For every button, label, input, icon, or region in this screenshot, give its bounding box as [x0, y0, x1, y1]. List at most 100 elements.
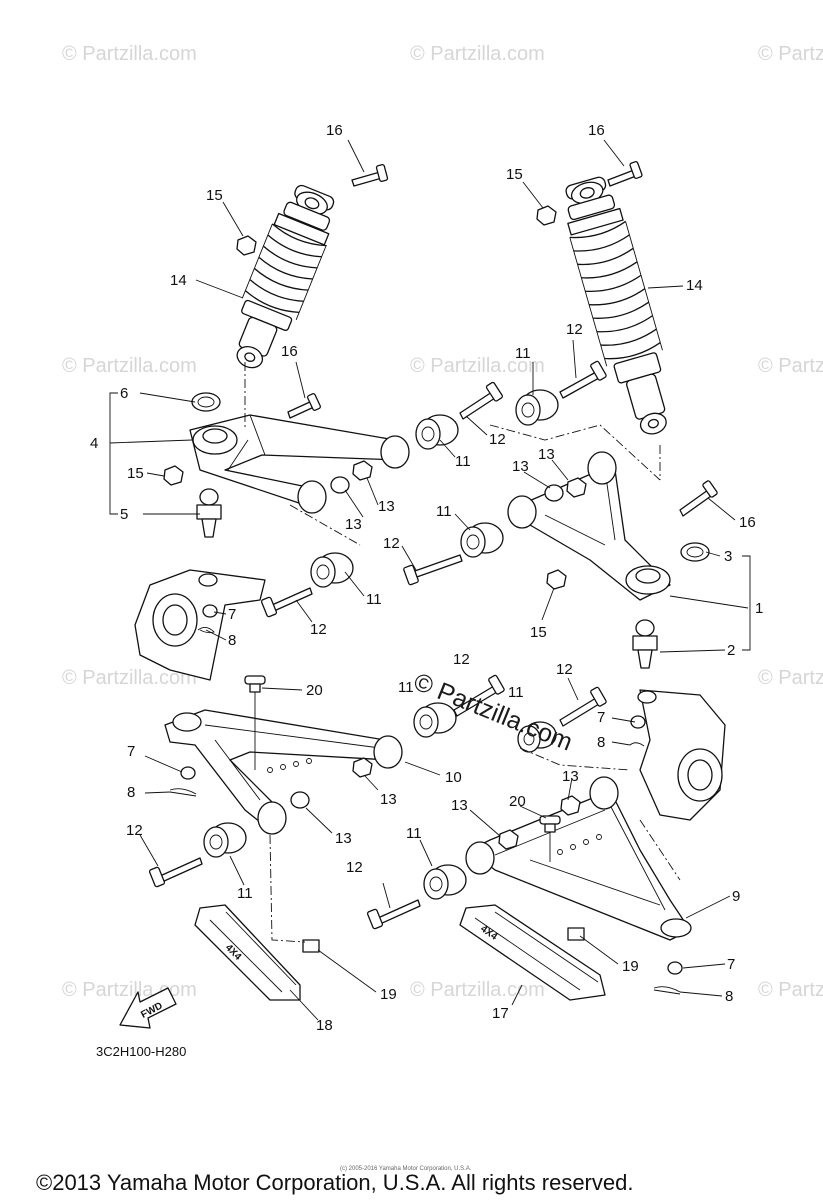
- nut: [667, 961, 683, 975]
- callout-20: 20: [509, 793, 526, 810]
- nut: [290, 791, 310, 809]
- callout-11: 11: [436, 503, 452, 520]
- nut: [330, 476, 350, 494]
- callout-16: 16: [588, 122, 605, 139]
- callout-14: 14: [686, 277, 703, 294]
- callout-17: 17: [492, 1005, 509, 1022]
- callout-7: 7: [228, 606, 236, 623]
- bushings: [203, 389, 559, 900]
- callout-13: 13: [380, 791, 397, 808]
- callout-13: 13: [378, 498, 395, 515]
- nut: [546, 569, 567, 590]
- callout-13: 13: [538, 446, 555, 463]
- callout-14: 14: [170, 272, 187, 289]
- callout-19: 19: [622, 958, 639, 975]
- callout-labels: 16 15 14 16 15 14 16 6 4 15 5 7 8 13 13 …: [90, 122, 763, 1034]
- diagram-code: 3C2H100-H280: [96, 1044, 186, 1059]
- callout-11: 11: [455, 453, 471, 470]
- callout-2: 2: [727, 642, 735, 659]
- nut: [180, 766, 196, 780]
- callout-12: 12: [489, 431, 506, 448]
- callout-12: 12: [566, 321, 583, 338]
- reference-lines: [244, 362, 681, 943]
- left-guard: 4X4: [194, 904, 320, 1001]
- callout-12: 12: [556, 661, 573, 678]
- bolt: [607, 161, 643, 187]
- bolt: [148, 857, 203, 888]
- bolt: [559, 360, 607, 399]
- bolt: [459, 381, 503, 420]
- bolt: [260, 587, 313, 618]
- callout-13: 13: [335, 830, 352, 847]
- callout-13: 13: [562, 768, 579, 785]
- callout-9: 9: [732, 888, 740, 905]
- watermark: © Partzilla.com: [62, 43, 197, 65]
- left-steering-knuckle: [134, 569, 266, 681]
- callout-7: 7: [727, 956, 735, 973]
- watermark: © Partzilla.com: [62, 979, 197, 1001]
- callout-15: 15: [530, 624, 547, 641]
- leader-lines: [109, 139, 751, 1021]
- callout-13: 13: [345, 516, 362, 533]
- bolts: [148, 161, 718, 930]
- callout-16: 16: [281, 343, 298, 360]
- watermark: © Partzilla.com: [62, 667, 197, 689]
- nut: [560, 795, 581, 816]
- tiny-copyright: (c) 2005-2016 Yamaha Motor Corporation, …: [340, 1166, 472, 1172]
- callout-19: 19: [380, 986, 397, 1003]
- callout-8: 8: [597, 734, 605, 751]
- callout-13: 13: [451, 797, 468, 814]
- right-lower-arm: [465, 776, 692, 941]
- callout-20: 20: [306, 682, 323, 699]
- watermark: © Partzilla.com: [62, 355, 197, 377]
- watermark: © Partzilla.com: [410, 355, 545, 377]
- nut: [566, 477, 587, 498]
- left-upper-arm: [189, 414, 410, 514]
- copyright-footer: ©2013 Yamaha Motor Corporation, U.S.A. A…: [36, 1170, 633, 1195]
- callout-16: 16: [326, 122, 343, 139]
- callout-16: 16: [739, 514, 756, 531]
- nut: [236, 235, 257, 256]
- nut: [536, 205, 557, 226]
- bolt: [453, 674, 505, 717]
- callout-12: 12: [383, 535, 400, 552]
- watermark: © Partzilla.com: [758, 667, 823, 689]
- callout-8: 8: [228, 632, 236, 649]
- nuts: [163, 205, 683, 975]
- watermark: © Partzilla.com: [410, 43, 545, 65]
- bolt-20: [244, 675, 266, 770]
- watermark-layer: © Partzilla.com © Partzilla.com © Partzi…: [62, 43, 823, 1001]
- right-upper-arm: [507, 451, 671, 601]
- nut: [544, 484, 564, 502]
- callout-15: 15: [506, 166, 523, 183]
- nut: [630, 715, 646, 729]
- bushing: [517, 721, 557, 753]
- callout-11: 11: [366, 591, 382, 608]
- callout-11: 11: [406, 825, 422, 842]
- left-shock-absorber: [236, 184, 335, 369]
- nut: [352, 757, 373, 778]
- callout-11: 11: [508, 684, 524, 701]
- callout-1: 1: [755, 600, 763, 617]
- bolt: [366, 899, 421, 930]
- callout-10: 10: [445, 769, 462, 786]
- callout-8: 8: [725, 988, 733, 1005]
- callout-13: 13: [512, 458, 529, 475]
- left-lower-arm: [164, 709, 403, 835]
- watermark: © Partzilla.com: [758, 979, 823, 1001]
- right-steering-knuckle: [637, 689, 726, 821]
- callout-11: 11: [398, 679, 414, 696]
- bushing: [310, 552, 354, 588]
- callout-7: 7: [127, 743, 135, 760]
- callout-12: 12: [346, 859, 363, 876]
- bolt: [287, 393, 321, 419]
- left-ball-joint: [196, 488, 222, 538]
- callout-3: 3: [724, 548, 732, 565]
- callout-18: 18: [316, 1017, 333, 1034]
- callout-5: 5: [120, 506, 128, 523]
- callout-15: 15: [127, 465, 144, 482]
- bolt: [403, 554, 463, 586]
- nut: [352, 460, 373, 481]
- bushing: [413, 702, 457, 738]
- bolt: [351, 164, 389, 187]
